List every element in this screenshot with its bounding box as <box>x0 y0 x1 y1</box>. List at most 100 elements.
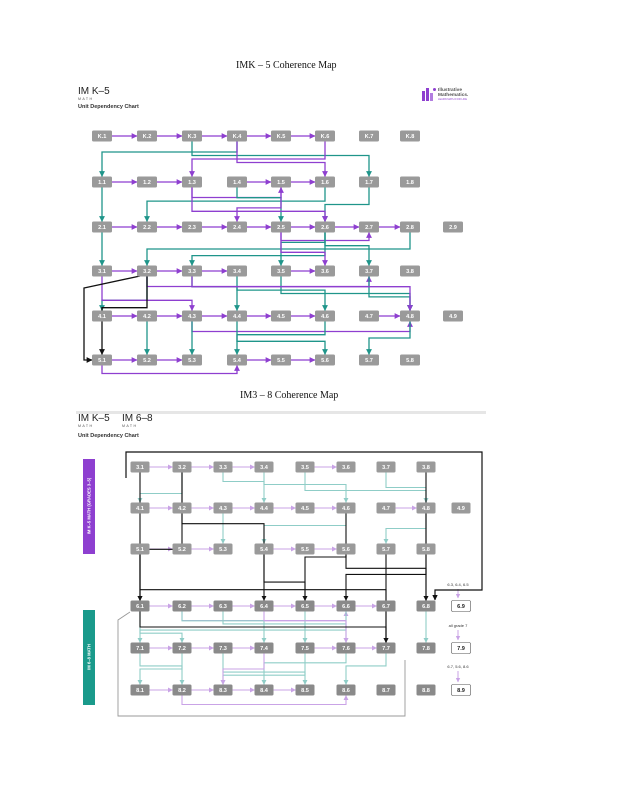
top-unit-K-5 <box>271 130 291 142</box>
bottom-unit-7-6-label: 7.6 <box>342 646 350 652</box>
bottom-unit-8-8 <box>416 684 436 696</box>
bottom-unit-6-6-label: 6.6 <box>342 604 350 610</box>
top-unit-2-5-label: 2.5 <box>277 225 285 231</box>
bottom-unit-4-8 <box>416 502 436 514</box>
bottom-unit-3-6 <box>336 461 356 473</box>
bottom-unit-6-5-label: 6.5 <box>301 604 309 610</box>
bottom-unit-7-6 <box>336 642 356 654</box>
g68-logo-name: IM 6–8 <box>122 413 153 424</box>
bottom-unit-4-6 <box>336 502 356 514</box>
top-unit-K-1-label: K.1 <box>98 134 107 140</box>
side-bar-lower <box>83 610 95 705</box>
bottom-edge-7-2-to-8-1 <box>137 653 183 685</box>
bottom-unit-4-1-label: 4.1 <box>136 506 144 512</box>
top-subtitle: Unit Dependency Chart <box>78 104 139 110</box>
bottom-unit-4-7-label: 4.7 <box>382 506 390 512</box>
top-unit-4-8 <box>400 310 420 322</box>
top-unit-3-2-label: 3.2 <box>143 269 151 275</box>
top-unit-1-8 <box>400 176 420 188</box>
k5-logo-sub: MATH <box>78 97 94 101</box>
top-unit-4-5-label: 4.5 <box>277 314 285 320</box>
top-unit-2-3 <box>182 221 202 233</box>
bottom-unit-7-9 <box>451 642 471 654</box>
bottom-unit-5-8 <box>416 543 436 555</box>
bottom-edge-7-1-to-8-2 <box>139 653 185 685</box>
bottom-unit-6-3 <box>213 600 233 612</box>
bottom-unit-6-1-label: 6.1 <box>136 604 144 610</box>
top-unit-K-5-label: K.5 <box>277 134 286 140</box>
top-unit-1-5 <box>271 176 291 188</box>
side-bar-lower-label: IM 6–8 MATH <box>87 644 92 670</box>
top-unit-4-5 <box>271 310 291 322</box>
bottom-unit-7-9-label: 7.9 <box>457 646 465 652</box>
bottom-unit-3-6-label: 3.6 <box>342 465 350 471</box>
bottom-unit-8-5 <box>295 684 315 696</box>
top-edge-2-6-to-3-7 <box>324 232 372 266</box>
top-unit-2-1 <box>92 221 112 233</box>
top-unit-1-6-label: 1.6 <box>321 180 329 186</box>
bottom-unit-7-1-label: 7.1 <box>136 646 144 652</box>
top-unit-5-6-label: 5.6 <box>321 358 329 364</box>
top-unit-5-2-label: 5.2 <box>143 358 151 364</box>
top-unit-5-5 <box>271 354 291 366</box>
top-unit-3-5-label: 3.5 <box>277 269 285 275</box>
bottom-edge-3-7-to-4-8 <box>385 472 429 503</box>
top-unit-3-6 <box>315 265 335 277</box>
top-unit-4-3 <box>182 310 202 322</box>
bottom-unit-5-5-label: 5.5 <box>301 547 309 553</box>
top-wrap-3-2-to-5-1 <box>83 275 141 363</box>
bottom-unit-3-5 <box>295 461 315 473</box>
bottom-unit-4-2 <box>172 502 192 514</box>
bottom-unit-4-4-label: 4.4 <box>260 506 269 512</box>
bottom-unit-4-9 <box>451 502 471 514</box>
top-unit-2-4-label: 2.4 <box>233 225 242 231</box>
top-unit-5-7 <box>359 354 379 366</box>
top-edge-1-5-to-2-4 <box>234 187 282 222</box>
top-unit-3-1-label: 3.1 <box>98 269 106 275</box>
bottom-unit-5-1 <box>130 543 150 555</box>
g68-logo-sub: MATH <box>122 424 138 428</box>
bottom-unit-7-7-label: 7.7 <box>382 646 390 652</box>
bottom-unit-8-5-label: 8.5 <box>301 688 309 694</box>
bottom-unit-4-4 <box>254 502 274 514</box>
bottom-unit-6-7-label: 6.7 <box>382 604 390 610</box>
bottom-unit-8-3-label: 8.3 <box>219 688 227 694</box>
top-unit-2-9-label: 2.9 <box>449 225 457 231</box>
top-unit-3-7-label: 3.7 <box>365 269 373 275</box>
top-edge-4-4-to-5-6 <box>236 321 328 355</box>
im-logo-icon <box>422 88 436 101</box>
bottom-unit-5-4-label: 5.4 <box>260 547 269 553</box>
bottom-unit-5-8-label: 5.8 <box>422 547 430 553</box>
side-note-2: all grade 7 <box>449 623 468 628</box>
bottom-unit-6-2-label: 6.2 <box>178 604 186 610</box>
top-unit-1-2 <box>137 176 157 188</box>
bottom-unit-6-9-label: 6.9 <box>457 604 465 610</box>
bottom-unit-8-7-label: 8.7 <box>382 688 390 694</box>
top-unit-K-4-label: K.4 <box>233 134 243 140</box>
bottom-unit-7-4-label: 7.4 <box>260 646 269 652</box>
top-unit-3-4 <box>227 265 247 277</box>
top-unit-3-4-label: 3.4 <box>233 269 242 275</box>
top-unit-4-1-label: 4.1 <box>98 314 106 320</box>
top-unit-3-8 <box>400 265 420 277</box>
top-unit-5-4-label: 5.4 <box>233 358 242 364</box>
g68-logo: IM 6–8 MATH <box>122 413 153 428</box>
bottom-unit-8-2 <box>172 684 192 696</box>
bottom-unit-5-4 <box>254 543 274 555</box>
bottom-unit-7-3 <box>213 642 233 654</box>
top-edge-4-3-to-4-8 <box>191 321 413 333</box>
top-edge-3-3-to-4-4 <box>191 276 240 311</box>
bottom-unit-4-6-label: 4.6 <box>342 506 350 512</box>
bottom-unit-4-5-label: 4.5 <box>301 506 309 512</box>
top-unit-2-8-label: 2.8 <box>406 225 414 231</box>
bottom-edge-7-7-to-8-6 <box>343 653 387 685</box>
bottom-unit-7-1 <box>130 642 150 654</box>
top-edge-3-2-to-3-7 <box>146 276 372 288</box>
bottom-unit-5-3-label: 5.3 <box>219 547 227 553</box>
top-edge-K-6-to-1-3 <box>189 141 326 177</box>
top-unit-4-8-label: 4.8 <box>406 314 414 320</box>
side-note-3: 6.7, 5.6, 8.6 <box>447 664 469 669</box>
